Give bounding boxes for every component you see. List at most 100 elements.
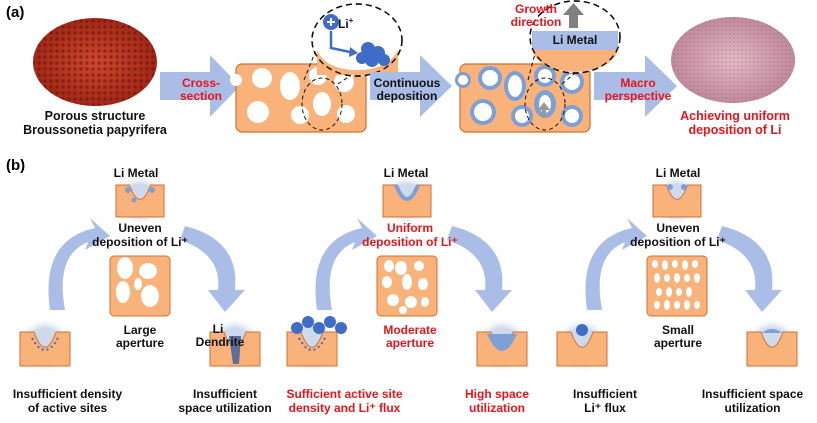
middle-li-metal: Li Metal (383, 166, 429, 180)
pore (656, 288, 662, 296)
li-ion (302, 316, 314, 328)
pore (684, 274, 690, 282)
substrate-deposited (455, 63, 591, 133)
pore (674, 273, 680, 283)
pore (662, 260, 668, 270)
li-ion (576, 324, 588, 336)
pore (414, 261, 424, 271)
pore (387, 294, 399, 306)
pore (117, 257, 133, 279)
li-nucleus (667, 184, 673, 190)
right-li-metal: Li Metal (655, 166, 701, 180)
pore (116, 281, 130, 303)
left-arrow-right (180, 226, 245, 312)
left-center-2: deposition of Li⁺ (92, 235, 188, 249)
right-center-1: Uneven (656, 221, 700, 235)
arrow-continuous-deposition (370, 55, 452, 117)
cross-section-label-2: section (179, 89, 222, 103)
left-li-metal: Li Metal (113, 166, 159, 180)
pore (652, 260, 658, 268)
pore (421, 297, 429, 307)
right-bl-1: Insufficient (572, 387, 637, 401)
pore (694, 273, 700, 283)
li-metal-zoom-label: Li Metal (552, 33, 598, 47)
li-fill (487, 334, 517, 351)
cross-section-label-1: Cross- (181, 76, 220, 90)
panel-b-graphics (17, 174, 800, 373)
right-br-2: utilization (724, 401, 781, 415)
macro-label-2: perspective (604, 89, 672, 103)
arrow-cross-section (160, 55, 240, 117)
pore (382, 276, 392, 288)
li-ion (335, 322, 347, 334)
substrate-cross-section (230, 63, 367, 133)
pore (672, 260, 678, 268)
left-br-2: space utilization (178, 401, 272, 415)
pore (395, 261, 407, 275)
middle-center-2: deposition of Li⁺ (362, 235, 458, 249)
left-dendrite-2: Dendrite (195, 335, 245, 349)
li-ion (291, 322, 303, 334)
achieving-label-1: Achieving uniform (680, 109, 790, 123)
right-aperture-2: aperture (653, 336, 703, 350)
right-center-2: deposition of Li⁺ (630, 235, 726, 249)
pore (686, 287, 692, 297)
continuous-label-1: Continuous (373, 76, 441, 90)
li-layer (394, 184, 420, 201)
panel-a-label: (a) (6, 4, 25, 21)
pore (684, 300, 690, 310)
pore (692, 260, 698, 268)
dendrite (229, 336, 241, 364)
pore (141, 285, 159, 307)
li-nucleus (149, 187, 155, 193)
pore (139, 263, 157, 279)
right-arrow-right (717, 226, 782, 312)
porous-structure-label: Porous structure (44, 109, 146, 123)
species-label: Broussonetia papyrifera (23, 123, 167, 137)
right-br-1: Insufficient space (701, 387, 804, 401)
middle-bl-1: Sufficient active site (286, 387, 403, 401)
middle-br-2: utilization (469, 401, 525, 415)
panel-b-label: (b) (6, 157, 26, 174)
pore (676, 288, 682, 296)
pore (134, 278, 142, 290)
growth-label-1: Growth (515, 2, 557, 16)
left-aperture-2: aperture (115, 336, 165, 350)
pore (654, 301, 660, 309)
li-ion-label: Li+ (338, 16, 354, 31)
substrate-well (746, 331, 798, 367)
pore (664, 274, 670, 282)
middle-center-1: Uniform (387, 221, 433, 235)
arrow-macro-perspective (594, 55, 677, 117)
left-br-1: Insufficient (192, 387, 257, 401)
left-bl-2: of active sites (27, 401, 108, 415)
left-aperture-1: Large (123, 323, 157, 337)
left-arrow-left (48, 218, 110, 310)
substrate-well (19, 331, 71, 367)
pore (418, 278, 428, 290)
middle-br-1: High space (464, 387, 530, 401)
pore (666, 287, 672, 297)
pore (405, 296, 417, 308)
macro-label-1: Macro (620, 76, 656, 90)
right-arrow-left (585, 218, 647, 310)
left-center-1: Uneven (118, 221, 162, 235)
right-bl-2: Li⁺ flux (584, 401, 626, 415)
li-nucleus (131, 197, 137, 203)
middle-arrow-right (447, 226, 512, 312)
substrate-well (556, 331, 608, 367)
middle-aperture-2: aperture (385, 336, 435, 350)
pore (694, 301, 700, 309)
pore (682, 260, 688, 270)
pore (384, 260, 394, 272)
li-ion (324, 316, 336, 328)
pore (674, 301, 680, 309)
li-cap (762, 329, 782, 333)
middle-aperture-1: Moderate (383, 323, 437, 337)
porous-block (646, 255, 708, 317)
middle-arrow-left (315, 218, 377, 310)
pore (399, 306, 407, 314)
left-bl-1: Insufficient density (12, 387, 123, 401)
